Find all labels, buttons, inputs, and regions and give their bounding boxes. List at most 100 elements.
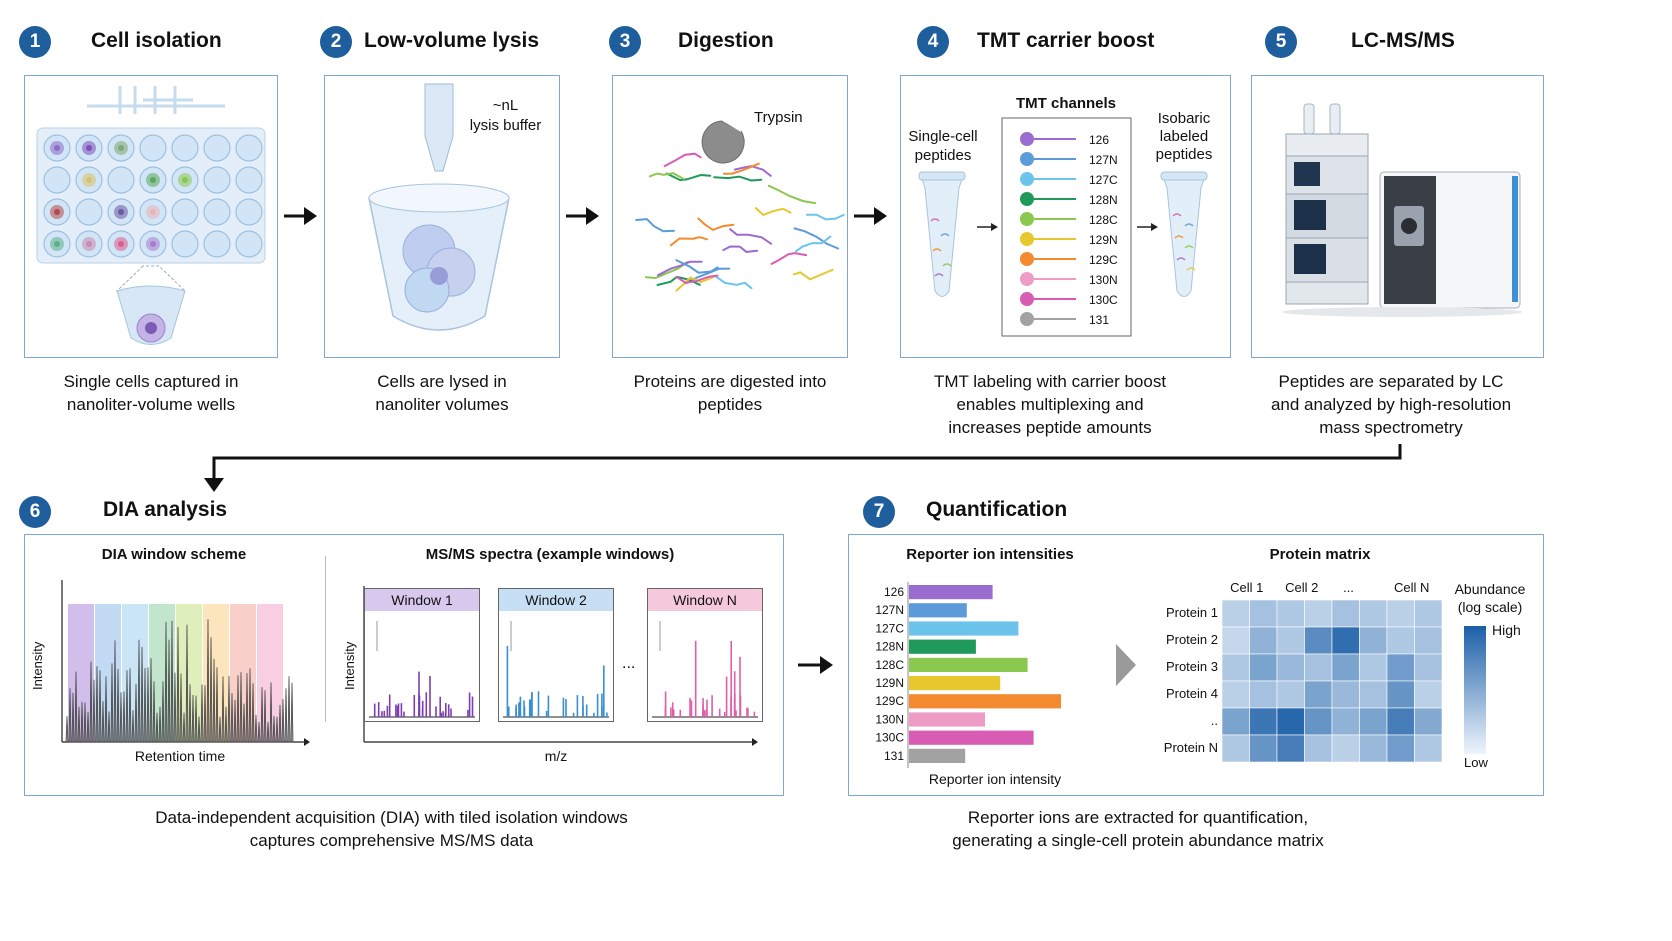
abundance-colorbar (1464, 626, 1486, 754)
reporter-channel-label: 128N (875, 640, 904, 654)
matrix-cell (1331, 680, 1360, 709)
reporter-bar (909, 621, 1019, 636)
matrix-cell (1386, 626, 1415, 655)
tmt-channel-dot (1020, 152, 1034, 166)
dia-window-scheme (61, 580, 310, 746)
dia-scheme-ylabel: Intensity (30, 641, 45, 690)
flow-arrow-6 (798, 656, 833, 674)
matrix-cell (1249, 653, 1278, 682)
peptide-fragment (663, 152, 702, 168)
matrix-cell (1276, 653, 1305, 682)
flow-arrow-2 (566, 207, 599, 225)
reporter-channel-label: 127C (875, 621, 904, 635)
matrix-cell (1414, 599, 1443, 628)
matrix-cell (1304, 680, 1333, 709)
matrix-cell (1276, 734, 1305, 763)
matrix-cell (1414, 680, 1443, 709)
peptide-fragment (670, 236, 708, 247)
nanowell (203, 230, 231, 258)
matrix-cell (1249, 680, 1278, 709)
tmt-channel-dot (1020, 312, 1034, 326)
peptide-fragment (722, 245, 759, 253)
step-2-badge: 2 (320, 26, 352, 58)
reporter-channel-label: 129C (875, 694, 904, 708)
step-1-caption: Single cells captured in nanoliter-volum… (63, 372, 239, 414)
nanowell (203, 166, 231, 194)
flow-arrow-3 (854, 207, 887, 225)
msms-ylabel: Intensity (342, 641, 357, 690)
matrix-cell (1414, 707, 1443, 736)
tmt-channel-dot (1020, 212, 1034, 226)
lysis-illustration (368, 83, 510, 331)
step-3-title: Digestion (678, 29, 774, 52)
tmt-channel-label: 128C (1089, 213, 1118, 227)
matrix-cell (1304, 653, 1333, 682)
step-3-caption: Proteins are digested into peptides (633, 372, 827, 414)
msms-xlabel: m/z (544, 748, 568, 764)
tmt-channel-dot (1020, 292, 1034, 306)
peptide-fragment (794, 235, 832, 253)
reporter-bar (909, 676, 1001, 691)
matrix-column-label: Cell 1 (1230, 580, 1263, 595)
step-1-badge: 1 (19, 26, 51, 58)
lysed-cells-icon (402, 224, 476, 313)
step-7-badge: 7 (863, 496, 895, 528)
reporter-bar (909, 657, 1028, 672)
peptide-fragment (715, 275, 753, 290)
peptide-fragment (665, 172, 712, 182)
flow-arrow-1 (284, 207, 317, 225)
matrix-row-label: Protein 2 (1166, 632, 1218, 647)
isobaric-labeled-label: Isobaric labeled peptides (1155, 110, 1213, 163)
peptide-fragment (675, 276, 715, 292)
peptide-fragment (767, 184, 817, 205)
step-4-badge: 4 (917, 26, 949, 58)
peptide-fragment (713, 175, 763, 182)
lysis-panel (324, 75, 560, 358)
matrix-cell (1249, 599, 1278, 628)
matrix-cell (1359, 599, 1388, 628)
peptide-fragment (656, 260, 703, 277)
tmt-channels-title: TMT channels (1015, 95, 1116, 112)
step-7-caption: Reporter ions are extracted for quantifi… (952, 808, 1324, 850)
step-5-badge: 5 (1265, 26, 1297, 58)
window-n-peaks (652, 621, 758, 718)
cell-isolation-panel (24, 75, 278, 358)
reporter-channel-label: 126 (884, 585, 904, 599)
matrix-cell (1359, 734, 1388, 763)
nanowell (171, 134, 199, 162)
matrix-cell (1386, 680, 1415, 709)
matrix-cell (1359, 626, 1388, 655)
matrix-cell (1276, 599, 1305, 628)
legend-high-label: High (1492, 622, 1521, 638)
nanowell (203, 134, 231, 162)
matrix-cell (1331, 707, 1360, 736)
tmt-channel-dot (1020, 252, 1034, 266)
matrix-column-label: ... (1343, 580, 1354, 595)
step-2-caption: Cells are lysed in nanoliter volumes (375, 372, 509, 414)
matrix-row-label: Protein 4 (1166, 686, 1218, 701)
matrix-cell (1249, 626, 1278, 655)
peptide-fragment (635, 218, 675, 233)
window-2-header: Window 2 (499, 589, 613, 611)
peptide-fragment (793, 227, 840, 250)
nanowell (235, 198, 263, 226)
spectrum-window-1: Window 1 (364, 588, 480, 722)
trypsin-icon (701, 109, 745, 164)
matrix-cell (1276, 626, 1305, 655)
reporter-bar (909, 694, 1061, 709)
tmt-channel-dot (1020, 272, 1034, 286)
matrix-column-label: Cell 2 (1285, 580, 1318, 595)
tmt-channel-label: 129C (1089, 253, 1118, 267)
matrix-cell (1414, 734, 1443, 763)
peptide-fragment (805, 213, 845, 221)
nanowell (171, 230, 199, 258)
matrix-cell (1359, 653, 1388, 682)
matrix-cell (1304, 599, 1333, 628)
tmt-channel-label: 129N (1089, 233, 1118, 247)
step-6-title: DIA analysis (103, 498, 228, 521)
reporter-channel-label: 129N (875, 676, 904, 690)
reporter-xlabel: Reporter ion intensity (928, 771, 1062, 787)
step-1-title: Cell isolation (91, 29, 222, 52)
tmt-channel-label: 131 (1089, 313, 1109, 327)
tmt-channel-label: 127N (1089, 153, 1118, 167)
